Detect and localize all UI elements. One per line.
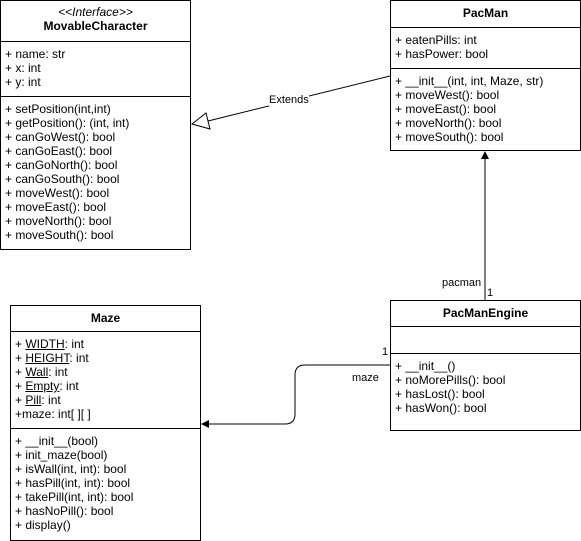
attributes-section bbox=[391, 326, 580, 353]
class-header: PacManEngine bbox=[391, 301, 580, 326]
method: + moveWest(): bool bbox=[5, 186, 110, 200]
method: + getPosition(): (int, int) bbox=[5, 116, 130, 130]
generalization-arrowhead bbox=[190, 112, 211, 130]
method: + noMorePills(): bool bbox=[395, 373, 506, 387]
methods-section: + __init__(bool) + init_maze(bool) + isW… bbox=[11, 428, 200, 532]
maze-role-label: maze bbox=[352, 372, 379, 384]
methods-section: + __init__() + noMorePills(): bool + has… bbox=[391, 353, 580, 415]
attribute: + HEIGHT: int bbox=[15, 351, 89, 365]
attribute: + eatenPills: int bbox=[395, 33, 477, 47]
attribute: + x: int bbox=[5, 61, 41, 75]
methods-section: + setPosition(int,int) + getPosition(): … bbox=[1, 96, 190, 242]
pacman-role-label: pacman bbox=[442, 277, 482, 289]
method: + canGoEast(): bool bbox=[5, 144, 113, 158]
method: + moveEast(): bool bbox=[5, 200, 107, 214]
extends-label: Extends bbox=[269, 94, 309, 106]
class-maze[interactable]: Maze + WIDTH: int + HEIGHT: int + Wall: … bbox=[10, 305, 201, 541]
method: + hasPill(int, int): bool bbox=[15, 476, 131, 490]
method: + display() bbox=[15, 518, 71, 532]
pacman-multiplicity: 1 bbox=[487, 287, 494, 299]
class-pacman[interactable]: PacMan + eatenPills: int + hasPower: boo… bbox=[390, 0, 581, 151]
class-header: Maze bbox=[11, 306, 200, 331]
class-header: PacMan bbox=[391, 1, 580, 27]
attributes-section: + eatenPills: int + hasPower: bool bbox=[391, 27, 580, 68]
method: + canGoWest(): bool bbox=[5, 130, 116, 144]
pacman-arrowhead bbox=[481, 151, 489, 159]
stereotype-label: <<Interface>> bbox=[58, 5, 133, 19]
method: + __init__(int, int, Maze, str) bbox=[395, 74, 544, 88]
method: + takePill(int, int): bool bbox=[15, 490, 134, 504]
method: + moveSouth(): bool bbox=[5, 228, 114, 242]
attribute: +maze: int[ ][ ] bbox=[15, 407, 91, 421]
maze-association-edge bbox=[206, 364, 390, 425]
class-name: Maze bbox=[90, 311, 121, 325]
method: + hasWon(): bool bbox=[395, 401, 487, 415]
class-name: PacMan bbox=[462, 6, 509, 20]
method: + hasNoPill(): bool bbox=[15, 504, 114, 518]
method: + isWall(int, int): bool bbox=[15, 462, 127, 476]
class-name: MovableCharacter bbox=[43, 19, 148, 33]
class-header: <<Interface>> MovableCharacter bbox=[1, 1, 190, 41]
maze-multiplicity: 1 bbox=[382, 346, 389, 358]
method: + canGoNorth(): bool bbox=[5, 158, 118, 172]
attribute: + hasPower: bool bbox=[395, 47, 489, 61]
attribute: + WIDTH: int bbox=[15, 337, 85, 351]
method: + moveSouth(): bool bbox=[395, 130, 504, 144]
method: + canGoSouth(): bool bbox=[5, 172, 120, 186]
attribute: + Pill: int bbox=[15, 393, 61, 407]
attributes-section: + WIDTH: int + HEIGHT: int + Wall: int +… bbox=[11, 331, 200, 428]
methods-section: + __init__(int, int, Maze, str) + moveWe… bbox=[391, 68, 580, 144]
class-pacman-engine[interactable]: PacManEngine + __init__() + noMorePills(… bbox=[390, 300, 581, 431]
attribute: + Wall: int bbox=[15, 365, 68, 379]
method: + setPosition(int,int) bbox=[5, 102, 111, 116]
attribute: + name: str bbox=[5, 47, 66, 61]
attribute: + Empty: int bbox=[15, 379, 79, 393]
method: + __init__(bool) bbox=[15, 434, 99, 448]
method: + hasLost(): bool bbox=[395, 387, 485, 401]
method: + moveNorth(): bool bbox=[395, 116, 502, 130]
attributes-section: + name: str + x: int + y: int bbox=[1, 41, 190, 96]
attribute: + y: int bbox=[5, 75, 41, 89]
class-movable-character[interactable]: <<Interface>> MovableCharacter + name: s… bbox=[0, 0, 191, 250]
method: + moveEast(): bool bbox=[395, 102, 497, 116]
class-name: PacManEngine bbox=[442, 306, 529, 320]
method: + moveNorth(): bool bbox=[5, 214, 112, 228]
method: + moveWest(): bool bbox=[395, 88, 500, 102]
method: + init_maze(bool) bbox=[15, 448, 108, 462]
maze-arrowhead bbox=[201, 420, 209, 428]
method: + __init__() bbox=[395, 359, 456, 373]
